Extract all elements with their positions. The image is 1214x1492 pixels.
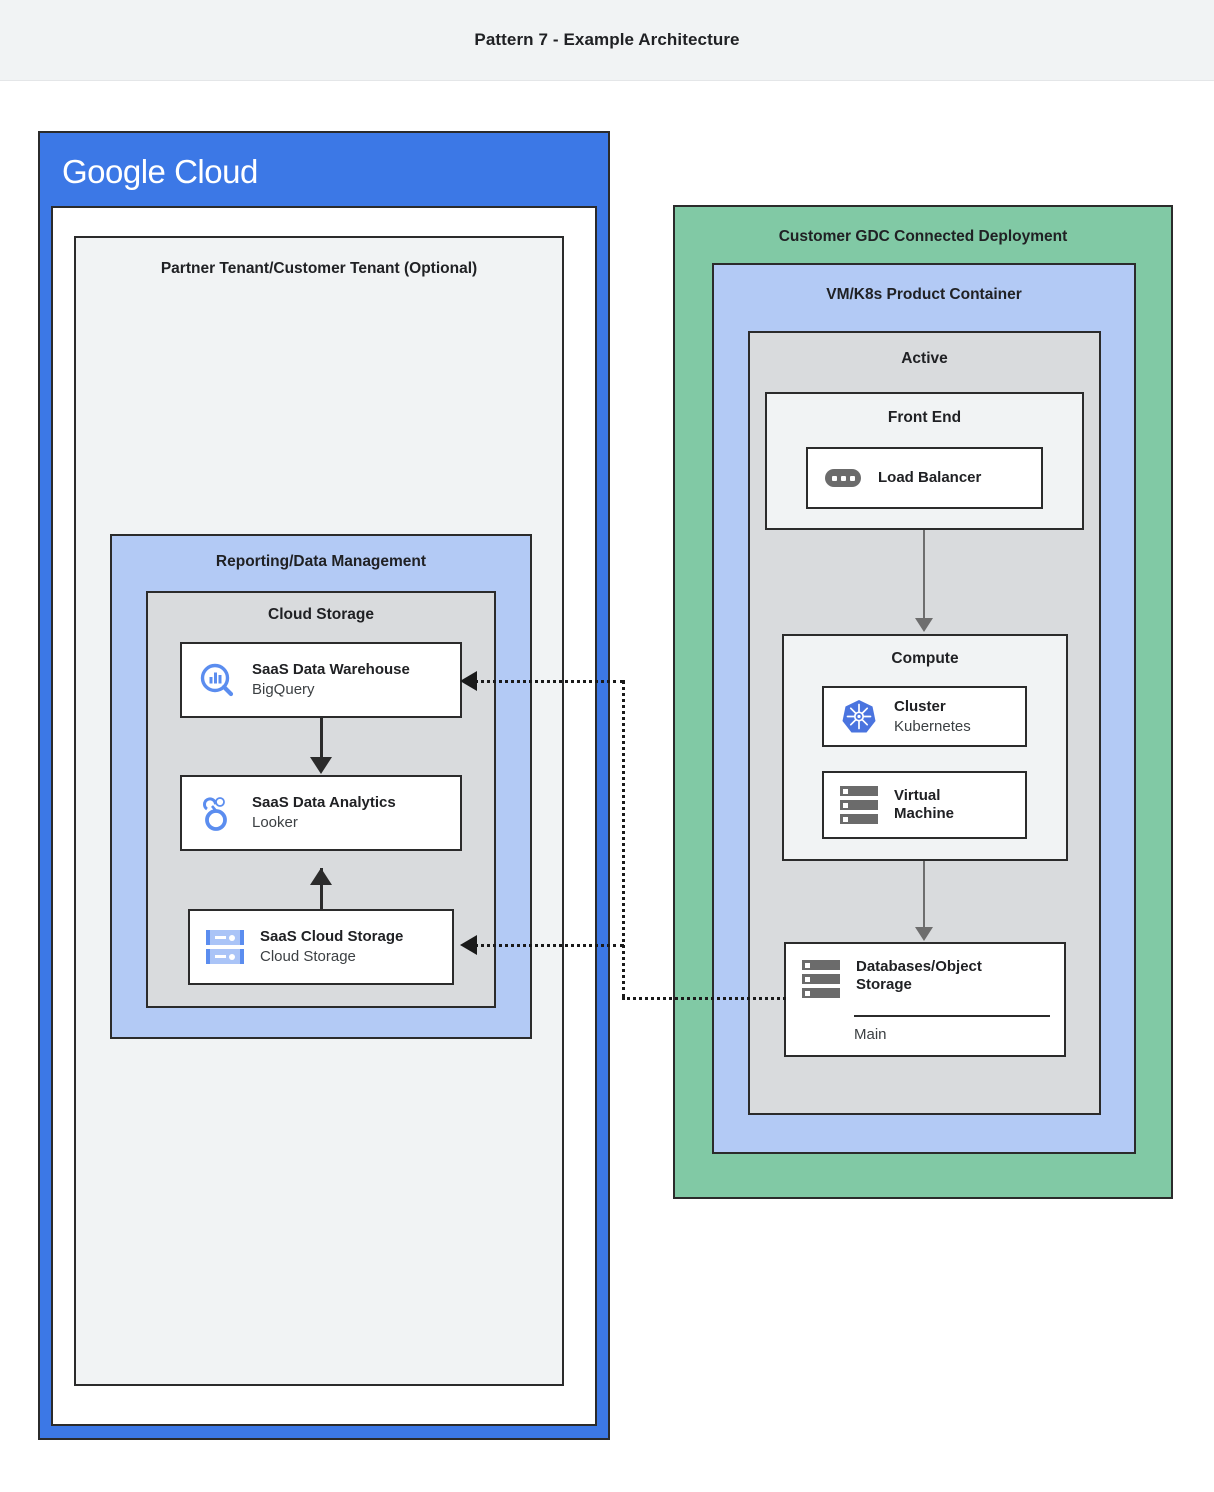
- card-title: Cluster: [894, 697, 946, 715]
- card-databases-object-storage[interactable]: Databases/Object Storage Main: [784, 942, 1066, 1057]
- card-text: Load Balancer: [878, 468, 981, 488]
- card-subtitle: BigQuery: [252, 681, 315, 698]
- card-divider: [854, 1015, 1050, 1017]
- connector-to-cloud-storage-line: [474, 944, 624, 947]
- card-text: Databases/Object Storage: [856, 958, 1016, 995]
- card-saas-data-analytics[interactable]: SaaS Data Analytics Looker: [180, 775, 462, 851]
- google-cloud-logo-secondary: Cloud: [174, 153, 258, 190]
- card-text: Cluster Kubernetes: [894, 697, 971, 736]
- vm-k8s-product-container-title: VM/K8s Product Container: [826, 286, 1022, 303]
- connector-frontend-to-compute-line: [923, 530, 925, 620]
- google-cloud-logo-primary: Google: [62, 153, 166, 190]
- partner-tenant-title: Partner Tenant/Customer Tenant (Optional…: [160, 260, 478, 277]
- load-balancer-icon: [822, 457, 864, 499]
- card-virtual-machine[interactable]: Virtual Machine: [822, 771, 1027, 839]
- card-text: SaaS Data Warehouse BigQuery: [252, 660, 410, 699]
- card-footer: Main: [854, 1026, 887, 1043]
- card-load-balancer[interactable]: Load Balancer: [806, 447, 1043, 509]
- google-cloud-logo: Google Cloud: [62, 153, 258, 191]
- connector-to-data-warehouse-line: [474, 680, 624, 683]
- connector-frontend-to-compute-arrow: [915, 618, 933, 632]
- card-title: Load Balancer: [878, 469, 982, 487]
- card-subtitle: Cloud Storage: [260, 948, 356, 965]
- connector-to-cloud-storage-arrow: [460, 935, 477, 955]
- card-saas-cloud-storage[interactable]: SaaS Cloud Storage Cloud Storage: [188, 909, 454, 985]
- page-title: Pattern 7 - Example Architecture: [474, 30, 740, 49]
- virtual-machine-icon: [838, 784, 880, 826]
- cloud-storage-group-title: Cloud Storage: [268, 606, 374, 623]
- card-subtitle: Looker: [252, 814, 298, 831]
- card-saas-data-warehouse[interactable]: SaaS Data Warehouse BigQuery: [180, 642, 462, 718]
- kubernetes-icon: [838, 696, 880, 738]
- card-text: SaaS Cloud Storage Cloud Storage: [260, 927, 403, 966]
- card-subtitle: Kubernetes: [894, 717, 971, 735]
- card-title: SaaS Cloud Storage: [260, 928, 404, 946]
- connector-storage-to-analytics-line: [320, 868, 323, 909]
- server-rack-icon: [800, 958, 842, 1000]
- card-title: SaaS Data Analytics: [252, 794, 396, 812]
- card-header: Databases/Object Storage: [786, 944, 1064, 1000]
- front-end-title: Front End: [887, 409, 962, 426]
- connector-to-data-warehouse-arrow: [460, 671, 477, 691]
- card-title: Virtual Machine: [894, 786, 955, 822]
- connector-compute-to-database-arrow: [915, 927, 933, 941]
- active-title: Active: [901, 350, 948, 367]
- looker-icon: [196, 792, 238, 834]
- card-title: Databases/Object Storage: [856, 958, 982, 994]
- reporting-data-management-title: Reporting/Data Management: [215, 553, 427, 570]
- connector-warehouse-to-analytics-arrow: [310, 757, 332, 774]
- cloud-storage-icon: [204, 926, 246, 968]
- connector-compute-to-database-line: [923, 861, 925, 929]
- connector-database-to-trunk-line: [622, 997, 786, 1000]
- card-cluster[interactable]: Cluster Kubernetes: [822, 686, 1027, 747]
- bigquery-icon: [196, 659, 238, 701]
- connector-warehouse-to-analytics-line: [320, 718, 323, 760]
- page-header: Pattern 7 - Example Architecture: [0, 0, 1214, 81]
- card-title: SaaS Data Warehouse: [252, 661, 410, 679]
- card-text: Virtual Machine: [894, 787, 989, 824]
- customer-gdc-deployment-title: Customer GDC Connected Deployment: [778, 228, 1068, 245]
- connector-trunk-vertical: [622, 680, 625, 998]
- compute-title: Compute: [891, 650, 959, 667]
- card-text: SaaS Data Analytics Looker: [252, 793, 396, 832]
- connector-storage-to-analytics-arrow: [310, 868, 332, 885]
